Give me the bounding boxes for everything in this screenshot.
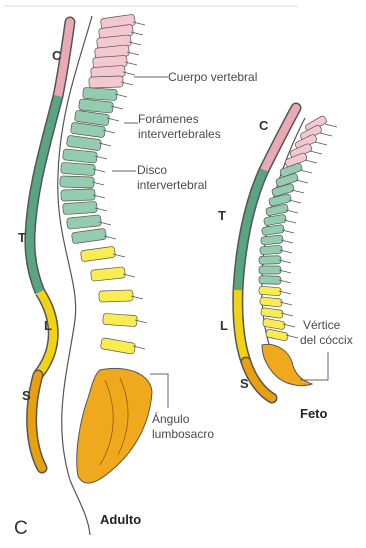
foramina-label-line1: Forámenes [138,112,199,127]
adult-vertebra [83,87,118,100]
fetus-vertebra [265,329,288,341]
disc-label-line1: Disco [137,163,167,178]
adult-sacrum [77,368,152,483]
adult-vertebral-column [60,14,147,354]
fetus-spinous-process [296,180,308,183]
adult-vertebra [61,162,96,175]
fetus-vertebra [259,276,281,285]
vertebral-body-label: Cuerpo vertebral [168,70,257,85]
adult-region-t-label: T [18,230,26,245]
angle-label-line1: Ángulo [152,412,189,427]
fetus-spinous-process [289,200,301,203]
adult-vertebra [67,215,102,229]
fetus-caption: Feto [300,406,327,421]
adult-vertebra [63,201,98,214]
fetus-vertebra [259,286,282,296]
fetus-vertebra [261,235,284,245]
coccyx-label-line2: del cóccix [300,333,353,348]
fetus-region-s-label: S [240,376,249,391]
foramina-label-line2: intervertebrales [138,127,221,142]
adult-vertebra [100,338,135,355]
fetus-vertebra [260,297,283,307]
coccyx-label-line1: Vértice [303,318,340,333]
adult-vertebra [80,246,115,262]
fetus-vertebra [260,245,283,255]
fetus-spinous-process [300,170,312,173]
adult-region-s-label: S [22,388,31,403]
fetus-vertebra [262,318,285,330]
fetus-spinous-process [305,160,317,163]
adult-caption: Adulto [100,512,141,527]
adult-vertebra [60,176,94,188]
fetus-spinous-process [320,133,332,136]
fetus-vertebra [263,214,286,226]
panel-letter: C [14,518,28,540]
adult-vertebra [63,149,98,163]
adult-vertebra [61,189,95,201]
adult-region-c-label: C [52,48,61,63]
angle-leader [150,374,168,408]
fetus-region-t-label: T [218,208,226,223]
fetus-vertebra [265,204,288,216]
adult-vertebra [99,290,133,302]
fetus-spinous-process [325,124,337,127]
adult-vertebra [89,76,123,88]
fetus-vertebra [259,256,281,265]
fetus-sacrum [262,344,312,385]
fetus-vertebra [259,266,281,274]
fetus-spinous-process [310,151,322,154]
adult-vertebra [66,135,101,151]
adult-vertebra [103,313,138,326]
fetus-spinous-process [292,190,304,193]
fetus-region-l-label: L [220,318,228,333]
adult-region-l-label: L [44,318,52,333]
fetus-spinous-process [315,142,327,145]
adult-vertebra [91,267,126,281]
disc-label-line2: intervertebral [137,178,207,193]
angle-label-line2: lumbosacro [152,427,214,442]
coccyx-leader [300,352,328,380]
fetus-vertebra [268,193,291,206]
fetus-vertebra [262,225,285,236]
adult-vertebra [71,228,106,244]
fetus-region-c-label: C [259,118,268,133]
